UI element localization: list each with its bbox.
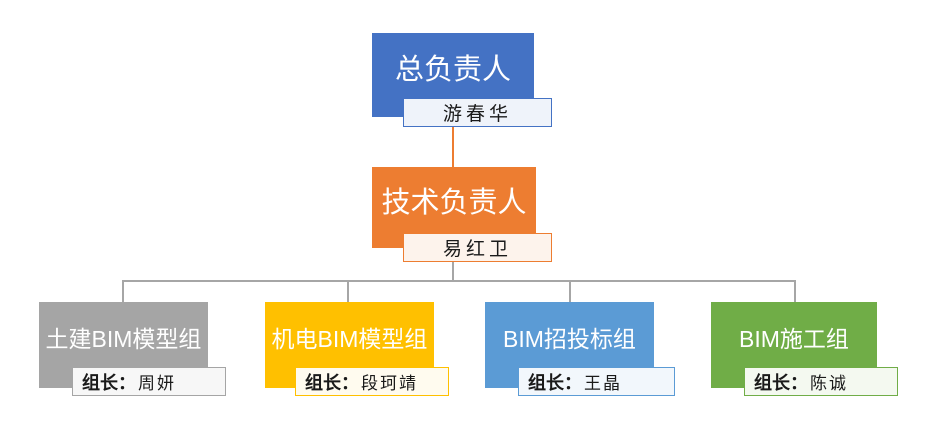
group-title: BIM招投标组 <box>503 326 636 352</box>
group-leader-plate-bidding: 组长：王晶 <box>518 367 675 396</box>
manager-title: 技术负责人 <box>381 186 527 219</box>
group-title: BIM施工组 <box>739 326 849 352</box>
connector-drop-group-2 <box>347 280 349 303</box>
leader-name: 陈诚 <box>810 374 848 394</box>
leader-label: 组长： <box>305 372 359 393</box>
manager-person-name: 易红卫 <box>442 238 512 260</box>
leader-label: 组长： <box>528 372 582 393</box>
root-person-name: 游春华 <box>442 103 512 125</box>
group-leader-plate-construction: 组长：陈诚 <box>744 367 898 396</box>
connector-drop-group-1 <box>122 280 124 303</box>
group-title: 机电BIM模型组 <box>271 326 428 352</box>
leader-name: 周妍 <box>138 374 176 394</box>
group-leader-plate-civil: 组长：周妍 <box>72 367 226 396</box>
leader-name: 段珂靖 <box>361 374 418 394</box>
connector-drop-group-3 <box>569 280 571 303</box>
manager-name-plate: 易红卫 <box>403 233 552 262</box>
group-box-mep-bim-model: 机电BIM模型组 <box>265 302 434 388</box>
connector-branch-horizontal <box>122 280 796 282</box>
connector-manager-stem <box>452 261 454 281</box>
connector-root-to-manager <box>452 126 454 168</box>
leader-name: 王晶 <box>584 374 622 394</box>
group-title: 土建BIM模型组 <box>45 326 202 352</box>
group-leader-plate-mep: 组长：段珂靖 <box>295 367 449 396</box>
connector-drop-group-4 <box>794 280 796 303</box>
leader-label: 组长： <box>754 372 808 393</box>
root-name-plate: 游春华 <box>403 98 552 127</box>
root-title: 总负责人 <box>394 54 511 86</box>
leader-label: 组长： <box>82 372 136 393</box>
